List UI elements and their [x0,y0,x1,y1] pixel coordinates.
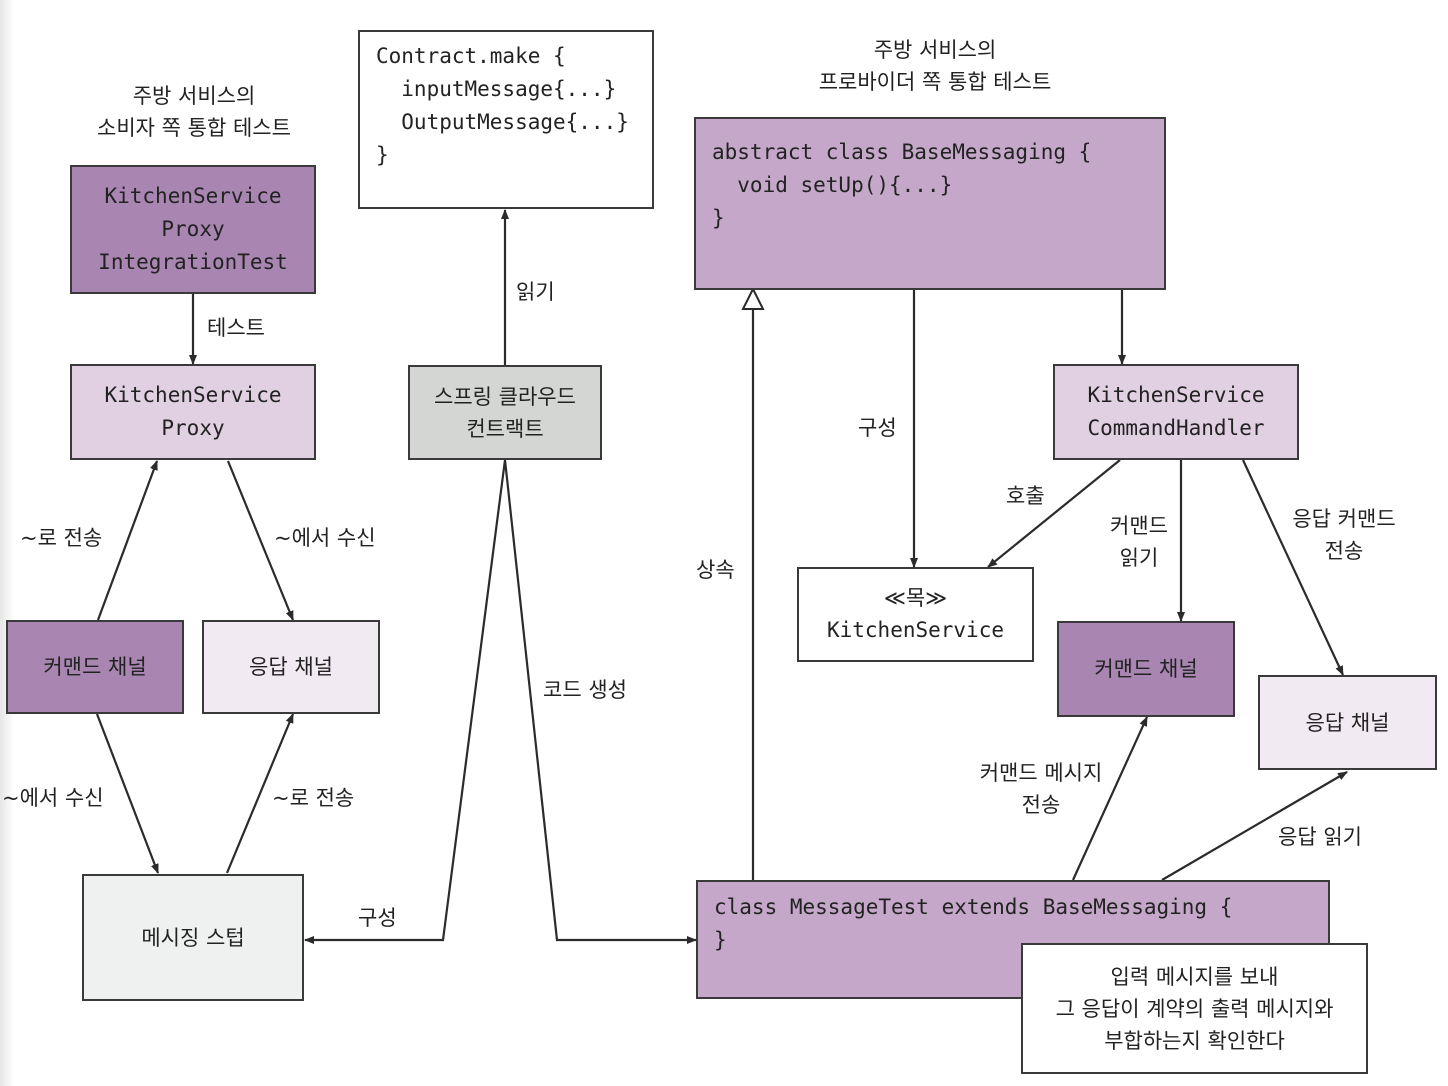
edge-label-receive-from: ~에서 수신 [2,786,104,810]
edge-label-test: 테스트 [207,316,265,340]
note-line: 그 응답이 계약의 출력 메시지와 [1055,996,1334,1021]
provider-test-header: 주방 서비스의 프로바이더 쪽 통합 테스트 [819,34,1052,98]
node-text: 커맨드 채널 [43,655,147,679]
node-line: KitchenService [104,184,282,208]
edge-label-line: 커맨드 [1110,514,1168,538]
edge-command-channel-to-proxy [96,460,159,621]
node-line: 스프링 클라우드 [434,384,576,409]
consumer-header-line: 소비자 쪽 통합 테스트 [97,116,291,140]
spring-cloud-contract-box: 스프링 클라우드 컨트랙트 [408,365,602,460]
edge-invoke-mock [987,459,1121,568]
messaging-stub-box: 메시징 스텁 [82,874,304,1001]
edge-proxy-to-reply-channel [226,460,295,621]
edge-label-line: 전송 [1021,793,1061,817]
edge-label-configure: 구성 [858,416,897,440]
edge-stub-to-reply-channel [225,713,295,874]
edge-label-read: 읽기 [516,280,555,304]
right-reply-channel-box: 응답 채널 [1258,675,1437,770]
node-text: 커맨드 채널 [1094,657,1198,681]
edge-label-invoke: 호출 [1006,484,1045,508]
code-line: OutputMessage{...} [376,110,629,134]
code-line: inputMessage{...} [376,77,617,101]
code-line: abstract class BaseMessaging { [712,140,1092,164]
edge-configure-stub [304,459,507,944]
left-reply-channel-box: 응답 채널 [202,620,380,714]
code-line: Contract.make { [376,44,566,68]
kitchen-service-proxy-box: KitchenService Proxy [70,364,316,460]
contract-definition-box: Contract.make { inputMessage{...} Output… [358,30,654,209]
edge-label-line: 커맨드 메시지 [979,761,1103,785]
provider-header-line: 프로바이더 쪽 통합 테스트 [818,70,1052,94]
left-command-channel-box: 커맨드 채널 [6,620,184,714]
edge-label-inherit: 상속 [696,558,735,582]
edge-send-reply-command [1242,459,1344,676]
node-line: IntegrationTest [98,250,288,274]
edge-label-send-reply-command: 응답 커맨드 전송 [1292,503,1395,567]
page-edge-shadow [0,0,14,1086]
node-line: KitchenService [826,618,1004,642]
right-command-channel-box: 커맨드 채널 [1057,621,1235,717]
base-messaging-box: abstract class BaseMessaging { void setU… [694,117,1166,290]
command-handler-box: KitchenService CommandHandler [1053,364,1299,460]
node-text: 응답 채널 [249,655,333,679]
edge-label-read-command: 커맨드 읽기 [1110,510,1168,574]
edge-label-line: 전송 [1324,539,1364,563]
node-text: 메시징 스텁 [141,925,245,950]
code-line: } [712,206,725,230]
code-line: } [714,928,727,952]
stereotype-label: ≪목≫ [883,586,948,610]
node-line: 컨트랙트 [466,416,544,441]
edge-send-command-message [1071,716,1149,881]
edge-label-code-generation: 코드 생성 [543,678,627,702]
edge-label-send-to: ~로 전송 [20,526,103,550]
verification-note: 입력 메시지를 보내 그 응답이 계약의 출력 메시지와 부합하는지 확인한다 [1021,943,1368,1074]
node-text: 응답 채널 [1305,710,1390,735]
code-line: class MessageTest extends BaseMessaging … [714,895,1233,919]
edge-read-reply [1161,771,1348,881]
consumer-header-line: 주방 서비스의 [132,84,256,108]
node-line: KitchenService [1087,383,1265,407]
code-line: } [376,143,389,167]
node-line: Proxy [161,217,225,241]
edge-label-read-reply: 응답 읽기 [1278,825,1362,849]
edge-label-line: 응답 커맨드 [1292,507,1396,531]
edge-label-line: 읽기 [1119,546,1159,570]
edge-label-send-to: ~로 전송 [272,786,355,810]
edge-label-configure: 구성 [358,906,397,930]
note-line: 부합하는지 확인한다 [1104,1028,1285,1053]
note-line: 입력 메시지를 보내 [1110,964,1279,989]
edge-label-receive-from: ~에서 수신 [274,526,376,550]
edge-command-channel-to-stub [95,713,160,874]
node-line: Proxy [161,416,225,440]
consumer-test-header: 주방 서비스의 소비자 쪽 통합 테스트 [97,80,291,144]
code-line: void setUp(){...} [712,173,953,197]
node-line: KitchenService [104,383,282,407]
provider-header-line: 주방 서비스의 [873,38,997,62]
node-line: CommandHandler [1087,416,1265,440]
edge-code-generation [503,459,697,944]
edge-label-send-command-message: 커맨드 메시지 전송 [980,757,1103,821]
proxy-integration-test-box: KitchenService Proxy IntegrationTest [70,165,316,294]
mock-kitchen-service-box: ≪목≫ KitchenService [797,567,1034,662]
